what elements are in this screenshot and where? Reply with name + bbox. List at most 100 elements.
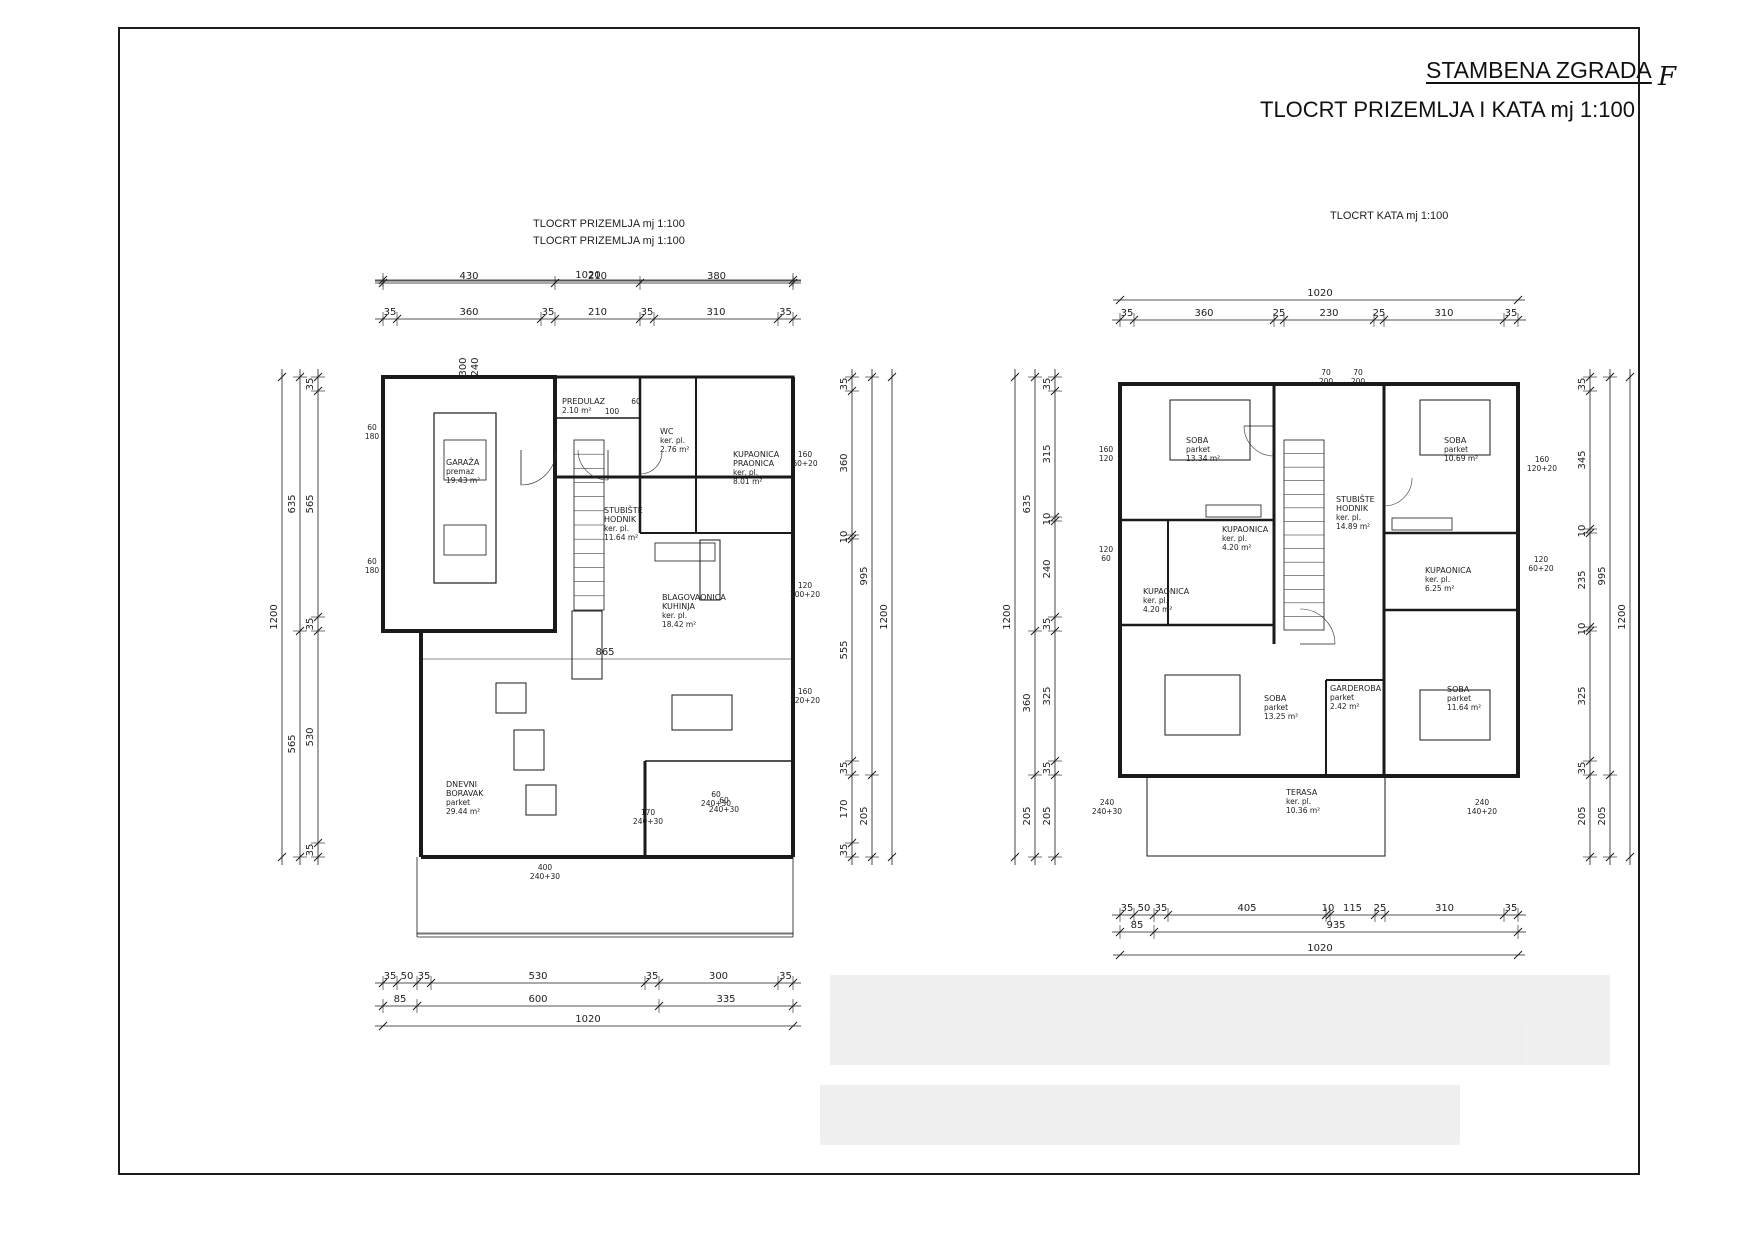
gf-dim-bottom-r2-label: 335 — [716, 994, 735, 1005]
ground-floor-title: TLOCRT PRIZEMLJA mj 1:100 — [533, 218, 685, 230]
uf-opening-size-2: 240+30 — [1092, 807, 1122, 816]
room-name: GARAŽA — [446, 456, 480, 467]
gf-opening-size-2: 240+30 — [633, 817, 663, 826]
uf-terrace — [1146, 775, 1386, 857]
sheet-subtitle: TLOCRT PRIZEMLJA I KATA mj 1:100 — [1260, 97, 1635, 122]
uf-dim-bottom-r1-label: 405 — [1237, 903, 1256, 914]
room-area: 10.69 m² — [1444, 454, 1478, 463]
room-name: STUBIŠTE — [1336, 493, 1375, 504]
gf-dim-top-r2-label: 210 — [588, 307, 607, 318]
gf-dim-top-r2-label: 360 — [459, 307, 478, 318]
room-name: PREDULAZ — [562, 397, 606, 406]
dimension-tick — [887, 852, 897, 862]
uf-dim-bottom-r1-label: 35 — [1505, 903, 1518, 914]
dimension-tick — [1010, 852, 1020, 862]
uf-dim-top-total: 1020 — [1307, 288, 1332, 299]
uf-opening-size: 70 — [1353, 368, 1363, 377]
gf-kitchen-island — [699, 539, 721, 601]
room-finish: parket — [1447, 694, 1471, 703]
uf-dim-bottom-r1-label: 50 — [1138, 903, 1151, 914]
gf-sofa — [571, 610, 603, 680]
uf-opening-size: 70 — [1321, 368, 1331, 377]
uf-dim-right-inner-label: 10 — [1577, 525, 1588, 538]
uf-dim-top-r1-label: 310 — [1434, 308, 1453, 319]
room-finish: premaz — [446, 467, 474, 476]
drawing-frame — [118, 27, 1640, 1175]
dimension-tick — [1115, 295, 1125, 305]
gf-dim-top-r2-label: 35 — [779, 307, 792, 318]
gf-dim-top-r2-label: 35 — [542, 307, 555, 318]
room-area: 13.25 m² — [1264, 712, 1298, 721]
uf-dim-right-inner-label: 205 — [1577, 806, 1588, 825]
gf-opening-size-2: 240+30 — [709, 805, 739, 814]
uf-opening-size-2: 120 — [1099, 454, 1114, 463]
dimension-tick — [1513, 950, 1523, 960]
uf-opening-size-2: 200 — [1319, 377, 1334, 386]
gf-dim-bottom-r1-label: 530 — [528, 971, 547, 982]
uf-dim-bottom-r1-label: 25 — [1374, 903, 1387, 914]
dimension-tick — [378, 1021, 388, 1031]
gf-dim-top-r1-label: 210 — [588, 271, 607, 282]
room-finish: ker. pl. — [1336, 513, 1361, 522]
car-body — [433, 412, 497, 584]
gf-dim-bottom-r1-label: 35 — [384, 971, 397, 982]
uf-dim-left-inner-label: 35 — [1042, 618, 1053, 631]
uf-opening-size: 120 — [1534, 555, 1549, 564]
room-area: 4.20 m² — [1143, 605, 1172, 614]
uf-dim-left-inner-label: 315 — [1042, 444, 1053, 463]
gf-opening-size-2: 100+20 — [790, 590, 820, 599]
gf-opening-size: 60 — [367, 423, 377, 432]
gf-stairs — [573, 439, 605, 611]
gf-dim-right-outer: 1200 — [879, 604, 890, 629]
uf-opening-size-2: 140+20 — [1467, 807, 1497, 816]
gf-opening-size-2: 240+30 — [701, 799, 731, 808]
upper-floor-title: TLOCRT KATA mj 1:100 — [1330, 210, 1449, 222]
gf-opening-size: 160 — [798, 687, 813, 696]
gf-dim-top-r2-label: 35 — [641, 307, 654, 318]
dimension-tick — [277, 372, 287, 382]
uf-bed-3 — [1164, 674, 1241, 736]
uf-dim-right-inner-label: 325 — [1577, 686, 1588, 705]
gf-dim-left-mid-label: 565 — [287, 734, 298, 753]
uf-dim-bottom-r1-label: 35 — [1121, 903, 1134, 914]
uf-dim-left-inner-label: 325 — [1042, 686, 1053, 705]
room-area: 2.42 m² — [1330, 702, 1359, 711]
room-area: 2.10 m² — [562, 406, 591, 415]
gf-kitchen-counter — [654, 542, 716, 562]
gf-dim-right-mid-label: 995 — [859, 566, 870, 585]
room-area: 4.20 m² — [1222, 543, 1251, 552]
room-finish: ker. pl. — [1286, 797, 1311, 806]
room-name: SOBA — [1444, 436, 1467, 445]
gf-dim-top-total: 1020 — [575, 270, 600, 281]
gf-dim-top-r2-label: 310 — [706, 307, 725, 318]
uf-dim-left-mid-label: 360 — [1022, 693, 1033, 712]
dimension-tick — [1625, 372, 1635, 382]
uf-dim-left-inner-label: 10 — [1042, 513, 1053, 526]
room-name: TERASA — [1285, 788, 1318, 797]
uf-door-1-swing — [1243, 425, 1275, 457]
uf-bed-4 — [1419, 689, 1491, 741]
room-finish: parket — [446, 798, 470, 807]
room-name: BORAVAK — [446, 789, 484, 798]
uf-door-3-swing — [1299, 608, 1336, 645]
gf-dim-bottom-r2-label: 85 — [394, 994, 407, 1005]
gf-dim-bottom-r2-label: 600 — [528, 994, 547, 1005]
gf-dim-inner-span: 865 — [595, 647, 614, 658]
uf-dim-left-inner-label: 35 — [1042, 762, 1053, 775]
room-name: KUPAONICA — [733, 450, 780, 459]
uf-bed-2 — [1419, 399, 1491, 456]
uf-dim-right-inner-label: 345 — [1577, 450, 1588, 469]
gf-armchair-2 — [525, 784, 557, 816]
uf-dim-left-mid-label: 205 — [1022, 806, 1033, 825]
